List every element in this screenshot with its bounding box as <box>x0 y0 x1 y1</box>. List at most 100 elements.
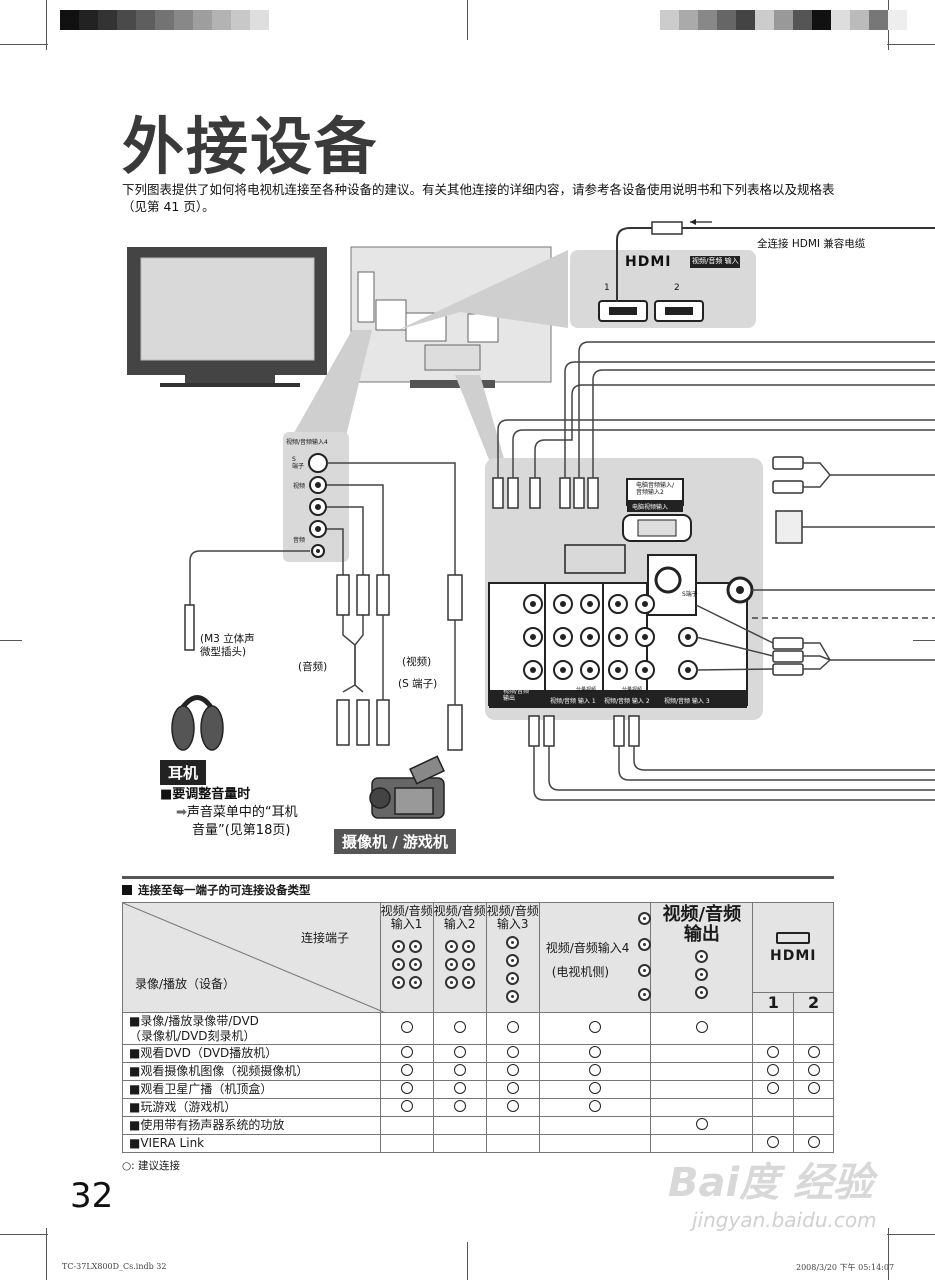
table-cell <box>538 1062 652 1081</box>
recommended-circle-icon <box>767 1046 780 1058</box>
table-cell <box>793 1044 834 1063</box>
table-cell <box>752 1062 795 1081</box>
table-cell <box>379 1080 434 1099</box>
table-cell <box>485 1098 540 1117</box>
row-label: ■VIERA Link <box>122 1134 381 1153</box>
s-terminal-label: S端子 <box>682 591 698 598</box>
video-cable-label: (视频) <box>402 656 432 668</box>
recommended-circle-icon <box>695 1021 708 1033</box>
recommended-circle-icon <box>400 1100 413 1112</box>
table-cell <box>650 1044 754 1063</box>
table-cell <box>379 1134 434 1153</box>
table-cell <box>793 1116 834 1135</box>
tv-front-illustration <box>127 247 327 387</box>
recommended-circle-icon <box>400 1082 413 1094</box>
page-number: 32 <box>70 1176 114 1216</box>
recommended-circle-icon <box>807 1064 820 1076</box>
row-label: ■玩游戏（游戏机） <box>122 1098 381 1117</box>
hdmi-connector-icon <box>776 931 811 944</box>
input1-label: 视频/音频 输入 1 <box>550 698 596 705</box>
table-cell <box>793 1062 834 1081</box>
crop-mark <box>0 640 22 641</box>
hdmi-logo: HDMI <box>625 254 672 270</box>
table-cell <box>432 1012 487 1045</box>
recommended-circle-icon <box>588 1021 601 1033</box>
table-cell <box>752 1116 795 1135</box>
row-label: ■观看DVD（DVD播放机） <box>122 1044 381 1063</box>
hdmi-cable-label: 全连接 HDMI 兼容电缆 <box>757 238 866 250</box>
table-row: ■观看DVD（DVD播放机） <box>122 1044 834 1063</box>
pc-video-label: 电脑视频输入 <box>632 504 669 511</box>
table-cell <box>485 1134 540 1153</box>
camcorder-illustration <box>369 755 445 819</box>
recommended-circle-icon <box>506 1100 519 1112</box>
table-cell <box>485 1080 540 1099</box>
footer-file: TC-37LX800D_Cs.indb 32 <box>62 1262 167 1271</box>
table-cell <box>379 1098 434 1117</box>
table-row: ■使用带有扬声器系统的功放 <box>122 1116 834 1135</box>
pc-audio-label: 电脑音频输入/ 音频输入2 <box>636 482 675 496</box>
recommended-circle-icon <box>695 1118 708 1130</box>
recommended-circle-icon <box>767 1064 780 1076</box>
col-input3: 视频/音频 输入3 <box>485 902 540 1013</box>
table-row: ■录像/播放录像带/DVD （录像机/DVD刻录机） <box>122 1012 834 1045</box>
volume-note-1: ➡声音菜单中的“耳机 <box>176 805 298 820</box>
recommended-circle-icon <box>767 1082 780 1094</box>
recommended-circle-icon <box>506 1064 519 1076</box>
table-cell <box>379 1116 434 1135</box>
side-video-label: 视频 <box>293 483 306 490</box>
recommended-circle-icon <box>453 1064 466 1076</box>
crop-mark <box>46 1228 47 1280</box>
table-cell <box>752 1098 795 1117</box>
table-cell <box>538 1116 652 1135</box>
col-hdmi-2: 2 <box>793 992 834 1013</box>
table-cell <box>432 1044 487 1063</box>
row-label: ■录像/播放录像带/DVD （录像机/DVD刻录机） <box>122 1012 381 1045</box>
table-cell <box>752 1012 795 1045</box>
table-heading: 连接至每一端子的可连接设备类型 <box>122 882 311 898</box>
s-cable-label: (S 端子) <box>398 678 438 690</box>
crop-mark <box>887 1234 935 1235</box>
row-label: ■观看卫星广播（机顶盒） <box>122 1080 381 1099</box>
table-cell <box>379 1044 434 1063</box>
crop-mark <box>887 44 935 45</box>
table-cell <box>650 1080 754 1099</box>
table-cell <box>432 1116 487 1135</box>
table-cell <box>793 1012 834 1045</box>
hdmi-port-2-label: 2 <box>674 283 680 293</box>
intro-text: 下列图表提供了如何将电视机连接至各种设备的建议。有关其他连接的详细内容，请参考各… <box>122 182 835 214</box>
crop-mark <box>888 1228 889 1280</box>
hdmi-port-1-label: 1 <box>604 283 610 293</box>
table-cell <box>485 1116 540 1135</box>
table-cell <box>379 1062 434 1081</box>
crop-mark <box>913 640 935 641</box>
hdmi-input-label: 视频/音频 输入 <box>692 257 739 265</box>
table-cell <box>432 1098 487 1117</box>
table-cell <box>650 1134 754 1153</box>
color-bar-left <box>60 10 269 30</box>
recommended-circle-icon <box>400 1046 413 1058</box>
crop-mark <box>467 1242 468 1280</box>
recommended-circle-icon <box>807 1136 820 1148</box>
compatibility-table: 连接端子 录像/播放（设备） 视频/音频 输入1 视频/音频 输入2 视频/音频… <box>122 902 834 1153</box>
connection-diagram <box>127 219 935 819</box>
recommended-circle-icon <box>588 1100 601 1112</box>
table-row: ■VIERA Link <box>122 1134 834 1153</box>
recommended-circle-icon <box>506 1082 519 1094</box>
col-output: 视频/音频 输出 <box>650 902 754 1013</box>
recommended-circle-icon <box>807 1046 820 1058</box>
mini-plug <box>184 604 195 651</box>
component-label-1: 分量视频 <box>576 687 597 693</box>
table-legend: ○: 建议连接 <box>122 1160 181 1172</box>
side-s-label: S 端子 <box>292 456 305 470</box>
col-hdmi: HDMI <box>752 902 834 993</box>
col-input4: 视频/音频输入4 (电视机侧) <box>538 902 652 1013</box>
s-terminal-jack <box>308 453 328 473</box>
recommended-circle-icon <box>506 1046 519 1058</box>
watermark-url: jingyan.baidu.com <box>692 1208 877 1232</box>
col-hdmi-1: 1 <box>752 992 795 1013</box>
table-cell <box>793 1134 834 1153</box>
crop-mark <box>0 1234 48 1235</box>
plug-label: (M3 立体声 微型插头) <box>200 633 255 658</box>
table-cell <box>379 1012 434 1045</box>
